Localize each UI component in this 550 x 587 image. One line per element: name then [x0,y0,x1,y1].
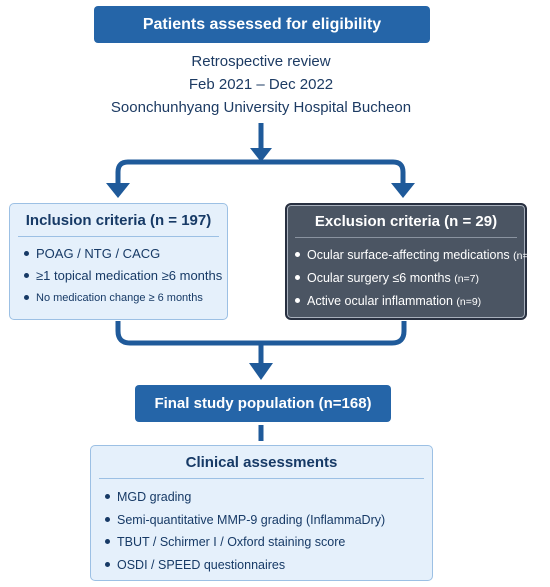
arrowhead-center [250,148,272,162]
arrow-merge-lines [115,321,407,346]
bullet-icon [105,539,110,544]
bullet-icon [105,494,110,499]
inclusion-item-text: ≥1 topical medication ≥6 months [36,268,223,283]
inclusion-item: ≥1 topical medication ≥6 months [24,267,227,285]
inclusion-item-text: No medication change ≥ 6 months [36,292,203,304]
arrowhead-right [391,183,415,198]
clinical-item: MGD grading [105,488,432,506]
arrow-branch-lines [115,159,406,185]
bullet-icon [24,273,29,278]
bullet-icon [24,295,29,300]
source-description: Retrospective review Feb 2021 – Dec 2022… [0,50,522,119]
exclusion-list: Ocular surface-affecting medications (n=… [287,246,544,311]
clinical-item-text: Semi-quantitative MMP-9 grading (Inflamm… [117,512,386,527]
bullet-icon [295,298,300,303]
clinical-title: Clinical assessments [99,446,424,479]
exclusion-item-text: Ocular surface-affecting medications [307,248,514,262]
inclusion-title: Inclusion criteria (n = 197) [18,204,219,237]
clinical-item-text: MGD grading [117,490,192,504]
clinical-list: MGD grading Semi-quantitative MMP-9 grad… [91,488,432,574]
bullet-icon [24,251,29,256]
source-line-2: Feb 2021 – Dec 2022 [188,76,334,93]
eligibility-title: Patients assessed for eligibility [142,16,382,33]
exclusion-item-count: (n=13) [513,250,544,262]
bullet-icon [295,252,300,257]
inclusion-item-text: POAG / NTG / CACG [36,246,161,261]
clinical-item-text: OSDI / SPEED questionnaires [117,557,286,572]
exclusion-item-count: (n=9) [456,296,482,308]
inclusion-list: POAG / NTG / CACG ≥1 topical medication … [10,245,227,307]
inclusion-item: No medication change ≥ 6 months [24,289,227,307]
bullet-icon [295,275,300,280]
clinical-item: OSDI / SPEED questionnaires [105,556,432,574]
eligibility-box: Patients assessed for eligibility [94,6,430,43]
exclusion-item-text: Active ocular inflammation [307,294,457,308]
exclusion-title: Exclusion criteria (n = 29) [295,205,517,238]
clinical-item-text: TBUT / Schirmer I / Oxford staining scor… [117,535,346,549]
arrowhead-left [106,183,130,198]
arrowhead-final [249,363,273,380]
clinical-item: Semi-quantitative MMP-9 grading (Inflamm… [105,511,432,529]
source-line-3: Soonchunhyang University Hospital Bucheo… [110,99,412,116]
final-population-box: Final study population (n=168) [135,385,391,422]
inclusion-criteria-box: Inclusion criteria (n = 197) POAG / NTG … [9,203,228,320]
clinical-assessments-box: Clinical assessments MGD grading Semi-qu… [90,445,433,581]
exclusion-item-count: (n=7) [454,273,480,285]
bullet-icon [105,516,110,522]
exclusion-item: Active ocular inflammation (n=9) [295,292,525,311]
inclusion-item: POAG / NTG / CACG [24,245,227,263]
final-population-title: Final study population (n=168) [154,395,372,412]
exclusion-criteria-box: Exclusion criteria (n = 29) Ocular surfa… [285,203,544,320]
exclusion-item: Ocular surgery ≤6 months (n=7) [295,269,525,288]
source-line-1: Retrospective review [191,53,331,70]
exclusion-item-text: Ocular surgery ≤6 months [307,271,455,285]
clinical-item: TBUT / Schirmer I / Oxford staining scor… [105,533,432,551]
bullet-icon [105,561,110,567]
exclusion-item: Ocular surface-affecting medications (n=… [295,246,544,265]
